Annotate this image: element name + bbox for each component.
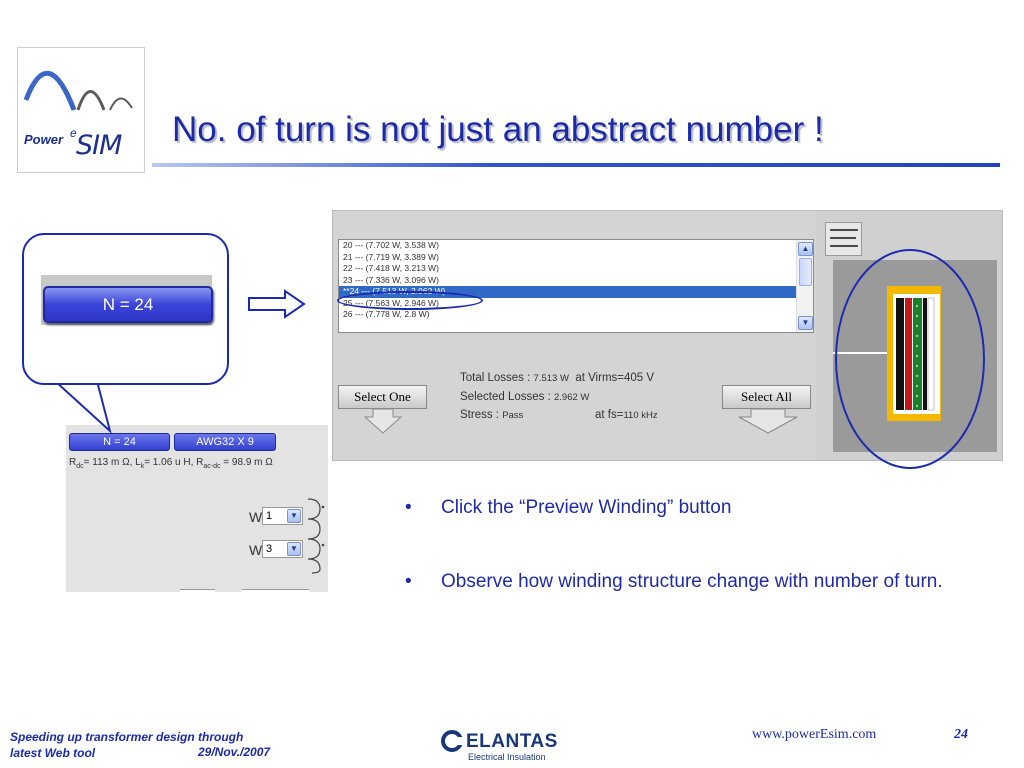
winding-coil-icon [307,498,325,574]
website-link[interactable]: www.powerEsim.com [752,727,877,742]
n-turns-badge: N = 24 [43,286,213,323]
scroll-up-icon[interactable]: ▲ [798,242,813,256]
preview-button-line [830,237,856,239]
bullet-2-text: Observe how winding structure change wit… [441,571,943,592]
page-number: 24 [954,727,968,742]
slide-title: No. of turn is not just an abstract numb… [172,110,824,149]
footer-caption: Speeding up transformer design through l… [10,729,243,761]
winding-2-select[interactable]: 3 ▼ [262,540,303,558]
stress-value: Pass [502,410,524,421]
total-losses-label: Total Losses : [460,372,531,384]
resistance-readout: Rdc= 113 m Ω, Lk= 1.06 u H, Rac-dc = 98.… [69,457,273,470]
powereSim-logo: Power e SIM [17,47,145,173]
rdc-value: = 113 m Ω, L [83,457,141,468]
selected-losses-value: 2.962 W [553,392,590,403]
winding-2-label: W [249,542,263,558]
winding-2-value: 3 [266,543,273,555]
logo-arcs-icon [23,70,133,111]
fs-value: 110 kHz [623,410,658,421]
down-arrow-icon [738,409,798,434]
winding-1-label: W [249,509,263,525]
scroll-down-icon[interactable]: ▼ [798,316,813,330]
selected-losses-label: Selected Losses : [460,391,551,403]
bullet-mark: • [405,497,412,518]
logo-e-text: e [70,126,77,140]
logo-power-text: Power [24,132,64,147]
logo-sim-text: SIM [76,130,122,161]
scroll-thumb[interactable] [799,258,812,286]
virms-value: 405 V [624,372,655,384]
rdc-symbol: R [69,457,77,468]
bullet-1-text: Click the “Preview Winding” button [441,497,732,518]
preview-winding-button[interactable] [825,222,862,256]
fs-label: at fs= [595,409,624,421]
racdc-subscript: ac-dc [203,463,221,470]
preview-button-line [830,229,858,231]
footer-caption-line1: Speeding up transformer design through [10,730,244,744]
partial-field [242,589,309,592]
partial-field [180,589,215,592]
list-item[interactable]: 23 --- (7.336 W, 3.096 W) [343,274,439,285]
footer-date: 29/Nov./2007 [198,745,271,759]
down-arrow-icon [363,409,403,434]
racdc-value: = 98.9 m Ω [220,457,273,468]
stress-line: Stress : Pass [460,409,523,421]
bullet-mark: • [405,571,412,592]
list-item[interactable]: 21 --- (7.719 W, 3.389 W) [343,251,439,262]
winding-1-value: 1 [266,510,273,522]
chevron-down-icon[interactable]: ▼ [287,542,301,556]
list-item[interactable]: 22 --- (7.418 W, 3.213 W) [343,263,439,273]
stress-label: Stress : [460,409,499,421]
lk-value: = 1.06 u H, R [144,457,204,468]
virms-label: at Virms= [575,372,624,384]
list-item[interactable]: 20 --- (7.702 W, 3.538 W) [343,240,439,250]
fs-line: at fs=110 kHz [595,409,658,421]
select-one-button[interactable]: Select One [338,385,427,409]
arrow-right-icon [248,289,306,319]
selection-highlight-ellipse [337,291,483,310]
elantas-tagline: Electrical Insulation [468,752,546,762]
total-losses-line: Total Losses : 7.513 W at Virms=405 V [460,372,654,384]
n-turns-button[interactable]: N = 24 [69,433,170,451]
elantas-logo-icon [441,730,464,752]
list-item[interactable]: 26 --- (7.778 W, 2.8 W) [343,309,430,319]
title-underline [152,163,1000,167]
awg-wire-button[interactable]: AWG32 X 9 [174,433,276,451]
preview-button-line [830,245,858,247]
winding-parameter-panel: N = 24 AWG32 X 9 Rdc= 113 m Ω, Lk= 1.06 … [66,425,328,592]
callout-bubble: N = 24 [22,233,229,385]
winding-1-select[interactable]: 1 ▼ [262,507,303,525]
rdc-subscript: dc [76,463,84,470]
footer-caption-line2: latest Web tool [10,746,96,760]
preview-highlight-ellipse [835,249,985,469]
lk-subscript: k [140,463,145,470]
list-scrollbar[interactable]: ▲ ▼ [796,240,813,332]
selected-losses-line: Selected Losses : 2.962 W [460,391,589,403]
total-losses-value: 7.513 W [533,373,569,384]
chevron-down-icon[interactable]: ▼ [287,509,301,523]
elantas-brand: ELANTAS [466,731,558,752]
